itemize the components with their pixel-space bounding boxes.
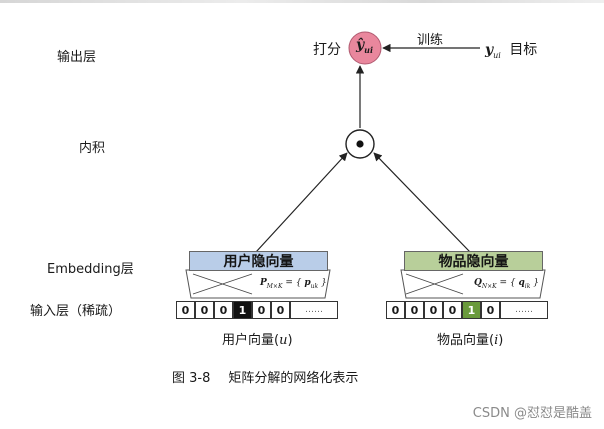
user-matrix-eq: = { [285,278,302,288]
score-label: 打分 [313,42,341,58]
user-embedding-header: 用户隐向量 [189,251,328,271]
train-label: 训练 [417,33,444,48]
item-vector-var: i [494,333,499,348]
output-node [348,31,382,65]
prediction-subscript: ui [364,44,373,55]
user-cross-line-2 [192,273,253,295]
user-matrix-sub: M×K [266,282,283,290]
item-cell-2: 0 [424,301,443,319]
embedding-layer-label: Embedding层 [47,262,134,277]
item-cell-1: 0 [405,301,424,319]
item-matrix-sub: N×K [481,282,497,290]
target-label-group: yui 目标 [485,39,537,60]
item-embedding-header: 物品隐向量 [404,251,543,271]
item-matrix-eq: = { [499,278,516,288]
edge-item-to-innerproduct [373,152,471,253]
inner-product-layer-label: 内积 [79,141,106,156]
user-cell-ellipsis: …… [290,301,338,319]
item-matrix-elem-sub: ik [524,282,531,290]
item-matrix-label: QN×K = { qik } [474,278,539,290]
user-matrix-elem-sub: uk [310,282,319,290]
output-layer-label: 输出层 [57,50,97,65]
edge-user-to-innerproduct [255,152,348,253]
figure-caption-text: 矩阵分解的网络化表示 [228,371,359,386]
user-vector-close: ) [287,333,293,348]
item-matrix-elem: q [518,278,525,288]
user-cell-2: 0 [214,301,233,319]
item-cell-0: 0 [386,301,405,319]
user-matrix-elem: p [304,278,311,288]
figure-number: 图 3-8 [172,371,211,386]
item-vector-label: 物品向量(i) [437,329,503,348]
user-vector-label: 用户向量(u) [222,329,293,348]
csdn-watermark: CSDN @怼怼是酷盖 [472,406,592,421]
inner-product-dot [356,140,364,148]
user-matrix-label: PM×K = { puk } [260,278,327,290]
input-layer-label: 输入层（稀疏） [30,304,122,319]
item-cross-line-2 [405,273,464,295]
item-vector-close: ) [498,333,504,348]
user-matrix-close: } [321,278,327,288]
user-vector-text: 用户向量( [222,333,280,348]
figure-caption: 图 3-8 矩阵分解的网络化表示 [172,367,358,386]
item-vector-text: 物品向量( [437,333,495,348]
prediction-symbol: ŷui [356,37,373,55]
prediction-y: ŷ [356,37,365,53]
scan-top-strip [0,0,604,3]
item-cell-ellipsis: …… [500,301,548,319]
user-cell-3-hot: 1 [233,301,252,319]
item-cell-5: 0 [481,301,500,319]
user-cell-1: 0 [195,301,214,319]
item-matrix-close: } [533,278,539,288]
user-matrix-main: P [260,278,267,288]
user-cell-5: 0 [271,301,290,319]
item-cell-3: 0 [443,301,462,319]
user-cell-4: 0 [252,301,271,319]
target-subscript: ui [493,50,501,60]
item-matrix-main: Q [474,278,482,288]
user-vector-var: u [279,333,288,348]
target-text: 目标 [509,42,538,58]
user-cell-0: 0 [176,301,195,319]
item-cell-4-hot: 1 [462,301,481,319]
target-y: y [485,42,494,58]
